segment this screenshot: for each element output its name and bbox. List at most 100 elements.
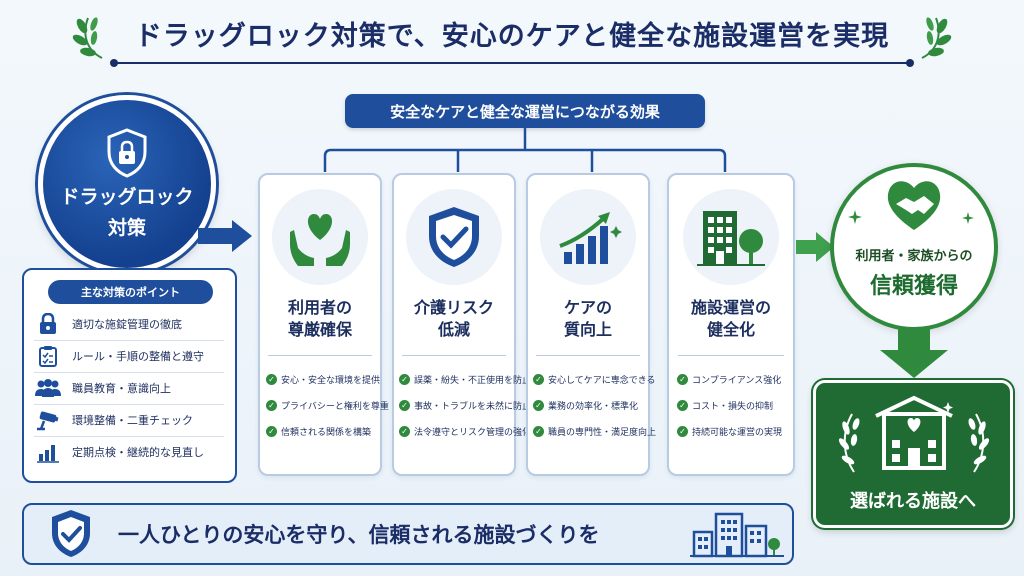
divider: [268, 355, 372, 356]
card-item-label: 安心・安全な環境を提供: [281, 376, 381, 386]
card-title: 施設運営の 健全化: [671, 297, 791, 341]
point-item-label: 環境整備・二重チェック: [72, 414, 193, 427]
card-title-line1: 介護リスク: [413, 298, 494, 317]
bottom-banner-text: 一人ひとりの安心を守り、信頼される施設づくりを: [118, 523, 600, 547]
point-item-label: ルール・手順の整備と遵守: [72, 350, 204, 363]
growth-chart-icon: [540, 189, 636, 285]
card-item: ✓ コンプライアンス強化: [677, 373, 781, 386]
card-item-label: 職員の専門性・満足度向上: [548, 428, 657, 438]
shield-check-icon: [406, 189, 502, 285]
card-title-line2: 健全化: [706, 320, 755, 339]
card-title-line2: 尊厳確保: [287, 320, 352, 339]
card-item: ✓安心・安全な環境を提供: [266, 373, 380, 386]
camera-icon: [34, 408, 62, 432]
trust-label-line1: 利用者・家族からの: [855, 249, 973, 264]
divider: [678, 355, 784, 356]
lock-icon: [34, 312, 62, 336]
card-item-label: 法令遵守とリスク管理の強化: [414, 428, 532, 438]
card-item-label: 持続可能な運営の実現: [692, 428, 783, 438]
laurel-right-icon: [914, 14, 952, 60]
check-icon: ✓: [266, 426, 277, 437]
title-underline-dot-left: [110, 59, 118, 67]
card-item: ✓ 信頼される関係を構築: [266, 425, 371, 438]
point-item: 職員教育・意識向上: [34, 375, 230, 401]
buildings-icon: [690, 512, 784, 558]
points-heading: 主な対策のポイント: [48, 280, 213, 304]
divider: [34, 372, 224, 373]
point-item-label: 職員教育・意識向上: [72, 382, 171, 395]
divider: [34, 340, 224, 341]
card-title: ケアの 質向上: [528, 297, 648, 341]
check-icon: ✓: [266, 400, 277, 411]
check-icon: ✓: [533, 374, 544, 385]
heart-handshake-icon: [887, 181, 941, 230]
divider: [536, 355, 640, 356]
card-item-label: 信頼される関係を構築: [281, 428, 372, 438]
check-icon: ✓: [533, 400, 544, 411]
check-icon: ✓: [533, 426, 544, 437]
card-item-label: コスト・損失の抑制: [692, 402, 774, 412]
check-icon: ✓: [399, 374, 410, 385]
building-icon: [683, 189, 779, 285]
arrow-right-green-icon: [796, 232, 834, 262]
card-title: 介護リスク 低減: [394, 297, 514, 341]
arrow-right-icon: [198, 220, 252, 252]
divider: [34, 436, 224, 437]
heart-hands-icon: [272, 189, 368, 285]
point-item: 環境整備・二重チェック: [34, 407, 230, 433]
main-topic-line1: ドラッグロック: [60, 186, 194, 208]
point-item-label: 適切な施錠管理の徹底: [72, 318, 182, 331]
card-item: ✓業務の効率化・標準化: [533, 399, 638, 412]
laurel-left-icon: [72, 14, 110, 60]
card-item-label: 事故・トラブルを未然に防止: [414, 402, 532, 412]
card-title-line2: 質向上: [563, 320, 612, 339]
card-item: ✓ プライバシーと権利を尊重: [266, 399, 389, 412]
card-item-label: 誤薬・紛失・不正使用を防止: [414, 376, 532, 386]
card-item: ✓ 安心してケアに専念できる: [533, 373, 656, 386]
divider: [402, 355, 506, 356]
page-title: ドラッグロック対策で、安心のケアと健全な施設運営を実現: [134, 20, 890, 52]
shield-check-icon: [52, 510, 90, 557]
title-underline-dot-right: [906, 59, 914, 67]
card-item: ✓ 法令遵守とリスク管理の強化: [399, 425, 531, 438]
title-underline: [115, 62, 909, 64]
check-icon: ✓: [399, 426, 410, 437]
facility-laurel-icon: [838, 395, 990, 473]
point-item: ルール・手順の整備と遵守: [34, 343, 230, 369]
bottom-banner: [22, 503, 794, 565]
card-item-label: 安心してケアに専念できる: [548, 376, 656, 386]
effects-heading: 安全なケアと健全な運営につながる効果: [345, 94, 705, 128]
arrow-down-icon: [880, 328, 948, 378]
main-topic-line2: 対策: [107, 217, 146, 239]
card-item: ✓ 誤薬・紛失・不正使用を防止: [399, 373, 531, 386]
sparkle-icon: [848, 210, 862, 224]
chosen-facility-label: 選ばれる施設へ: [850, 491, 976, 512]
card-title-line1: ケアの: [563, 298, 612, 317]
clipboard-icon: [34, 344, 62, 368]
card-item: ✓ コスト・損失の抑制: [677, 399, 773, 412]
point-item-label: 定期点検・継続的な見直し: [72, 446, 204, 459]
check-icon: ✓: [677, 400, 688, 411]
effects-connector-lines: [323, 128, 727, 172]
sparkle-icon: [962, 212, 974, 224]
point-item: 定期点検・継続的な見直し: [34, 439, 230, 465]
card-title-line2: 低減: [437, 320, 470, 339]
people-icon: [34, 376, 62, 400]
check-icon: ✓: [677, 374, 688, 385]
check-icon: ✓: [677, 426, 688, 437]
card-item-label: コンプライアンス強化: [692, 376, 782, 386]
check-icon: ✓: [399, 400, 410, 411]
bar-chart-icon: [34, 440, 62, 464]
divider: [34, 404, 224, 405]
card-item-label: プライバシーと権利を尊重: [281, 402, 389, 412]
trust-label-line2: 信頼獲得: [869, 274, 958, 299]
card-title-line1: 施設運営の: [690, 298, 771, 317]
card-item: ✓ 事故・トラブルを未然に防止: [399, 399, 531, 412]
main-topic-circle: ドラッグロック 対策: [38, 95, 216, 273]
shield-lock-icon: [105, 128, 149, 178]
card-item: ✓ 持続可能な運営の実現: [677, 425, 782, 438]
card-title-line1: 利用者の: [287, 298, 352, 317]
card-item: ✓ 職員の専門性・満足度向上: [533, 425, 656, 438]
card-title: 利用者の 尊厳確保: [260, 297, 380, 341]
point-item: 適切な施錠管理の徹底: [34, 311, 230, 337]
